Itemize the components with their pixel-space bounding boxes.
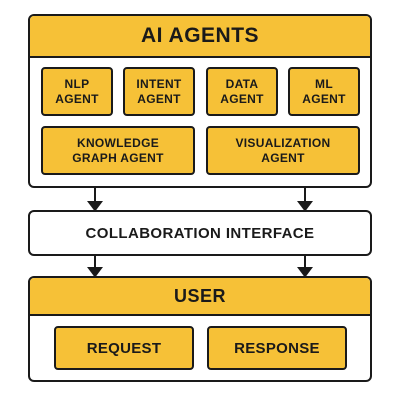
intent-agent-box: INTENT AGENT <box>123 67 195 116</box>
data-agent-box: DATA AGENT <box>206 67 278 116</box>
ai-agents-title: AI AGENTS <box>30 16 370 58</box>
response-box: RESPONSE <box>207 326 347 370</box>
collaboration-interface-label: COLLABORATION INTERFACE <box>85 224 315 242</box>
ai-agents-panel: AI AGENTS NLP AGENT INTENT AGENT DATA AG… <box>28 14 372 188</box>
arrowhead-agents-to-collab-right <box>297 201 313 212</box>
request-box: REQUEST <box>54 326 194 370</box>
ml-agent-box: ML AGENT <box>288 67 360 116</box>
user-panel: USER REQUEST RESPONSE <box>28 276 372 382</box>
user-title: USER <box>30 278 370 316</box>
nlp-agent-box: NLP AGENT <box>41 67 113 116</box>
arrowhead-agents-to-collab-left <box>87 201 103 212</box>
arrowhead-collab-to-user-right <box>297 267 313 278</box>
visualization-agent-box: VISUALIZATION AGENT <box>206 126 360 175</box>
arrowhead-collab-to-user-left <box>87 267 103 278</box>
knowledge-graph-agent-box: KNOWLEDGE GRAPH AGENT <box>41 126 195 175</box>
collaboration-interface-box: COLLABORATION INTERFACE <box>28 210 372 256</box>
